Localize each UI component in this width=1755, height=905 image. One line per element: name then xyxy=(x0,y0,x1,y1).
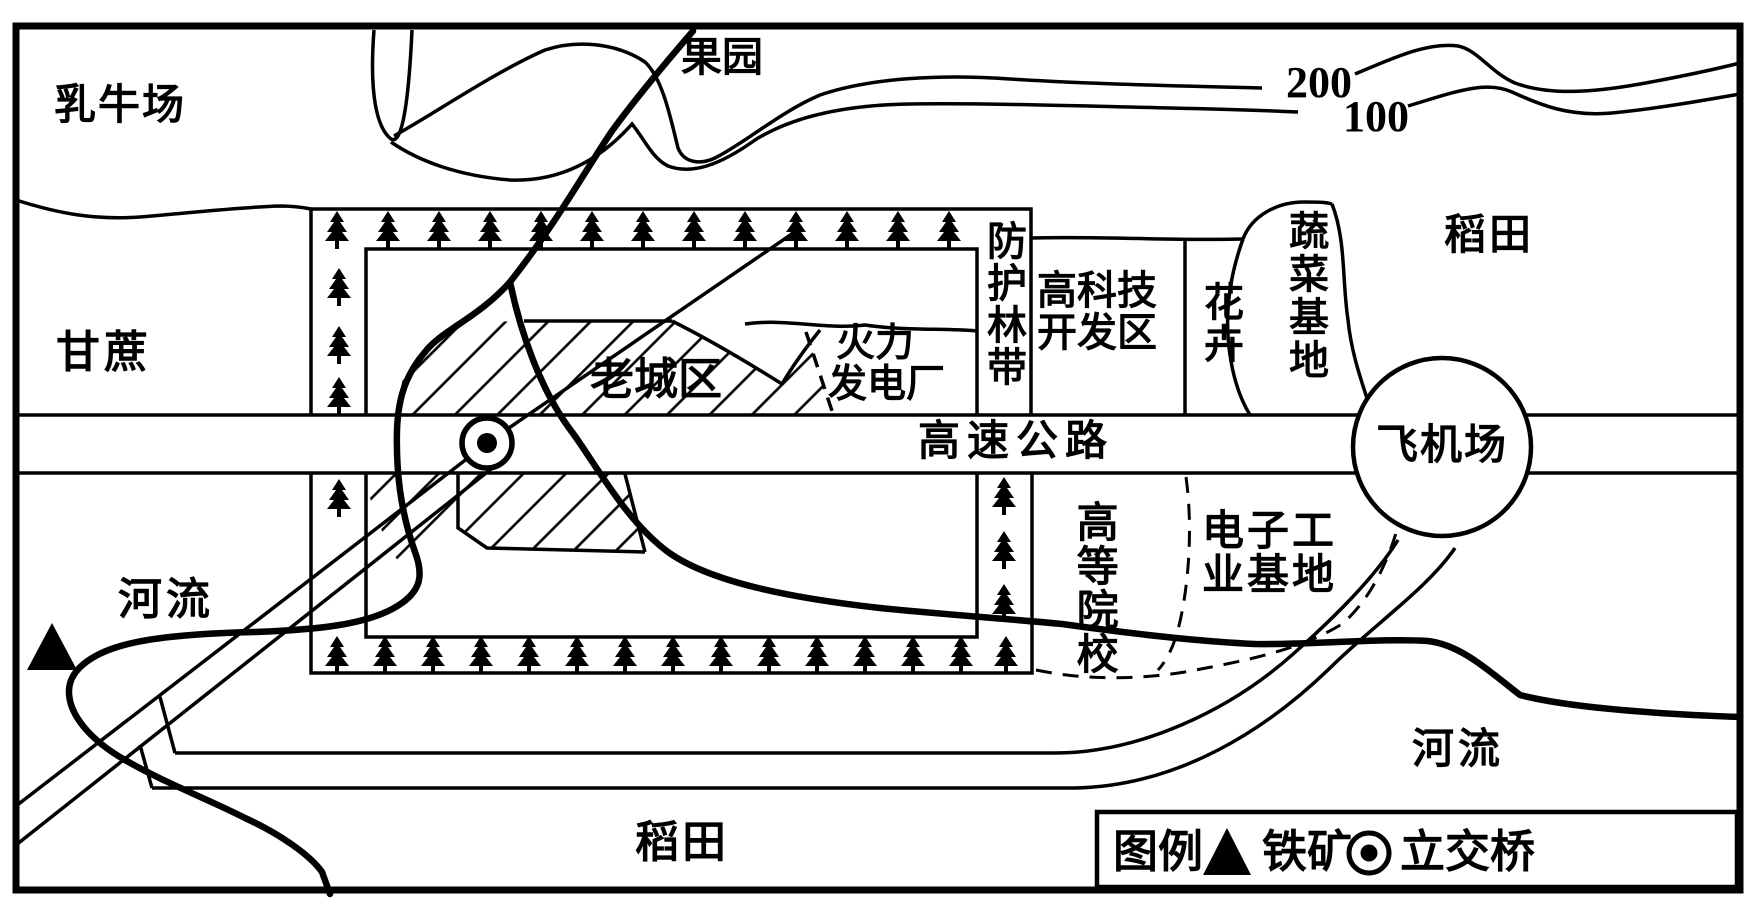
label-old-city: 老城区 xyxy=(590,355,722,404)
river-right-branch xyxy=(506,278,1744,721)
map-frame xyxy=(12,22,1744,894)
overpass-symbol xyxy=(459,415,515,471)
old-city-hatched-area xyxy=(368,321,833,561)
label-paddy-top-right: 稻田 xyxy=(1444,213,1535,259)
contour-lines xyxy=(370,29,1741,182)
label-contour-200: 200 xyxy=(1286,58,1352,107)
legend-triangle-icon xyxy=(1203,828,1251,875)
label-colleges: 高等院校 xyxy=(1070,500,1117,676)
legend-item-iron-ore: 铁矿 xyxy=(1262,827,1353,877)
legend-item-overpass: 立交桥 xyxy=(1400,827,1536,877)
label-hightech-zone: 高科技开发区 xyxy=(1037,268,1157,355)
label-expressway: 高速公路 xyxy=(918,419,1115,465)
old-city-boundaries xyxy=(456,319,978,554)
label-sugarcane: 甘蔗 xyxy=(56,328,152,377)
dairy-sugarcane-boundary xyxy=(15,198,312,220)
iron-ore-symbol xyxy=(27,623,77,670)
airport-access-road xyxy=(152,539,1457,790)
contour-100-line xyxy=(390,102,1299,182)
right-zone-boundaries xyxy=(1030,200,1374,416)
label-flowers: 花卉 xyxy=(1198,281,1243,365)
legend-title: 图例 xyxy=(1113,827,1204,877)
river-left-branch xyxy=(65,278,514,898)
label-river-right: 河流 xyxy=(1412,727,1505,773)
river xyxy=(65,27,1744,898)
legend-box xyxy=(1094,809,1740,890)
label-orchard: 果园 xyxy=(681,34,763,80)
airport-circle xyxy=(1350,355,1534,539)
label-paddy-bottom: 稻田 xyxy=(635,818,729,867)
river-upper-branch xyxy=(506,27,697,286)
contour-200-line xyxy=(393,42,1263,164)
contour-fold xyxy=(370,29,414,142)
electronics-zone-dashed-boundary xyxy=(1035,476,1398,680)
label-shelter-belt: 防护林带 xyxy=(981,220,1026,388)
label-airport: 飞机场 xyxy=(1376,423,1509,469)
label-electronics-base: 电子工业基地 xyxy=(1202,509,1338,600)
label-river-left: 河流 xyxy=(118,575,214,624)
label-vegetable-base: 蔬菜基地 xyxy=(1283,210,1328,382)
label-power-plant: 火力发电厂 xyxy=(828,322,946,406)
label-contour-100: 100 xyxy=(1343,92,1409,141)
shelter-belt-upper xyxy=(309,207,1033,415)
label-dairy-farm: 乳牛场 xyxy=(54,83,187,129)
